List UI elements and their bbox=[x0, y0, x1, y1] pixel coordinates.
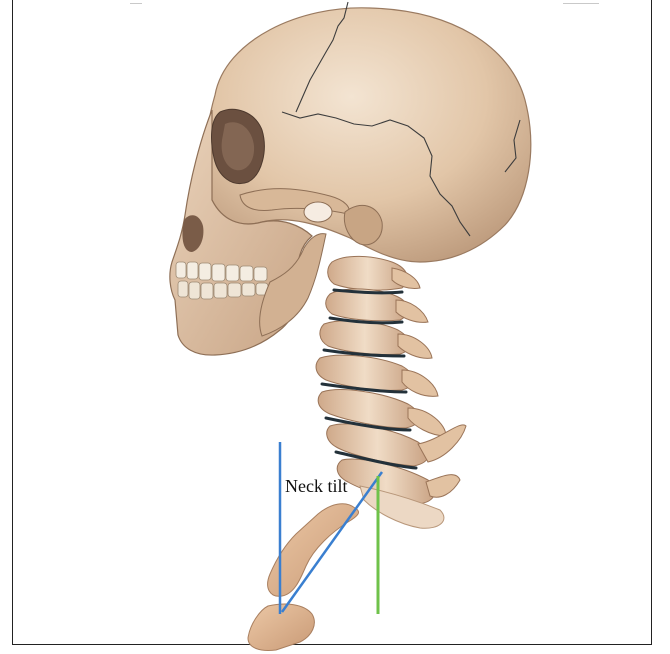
neck-tilt-label: Neck tilt bbox=[285, 476, 347, 497]
clavicle-illustration bbox=[248, 504, 359, 651]
clavicle-upper bbox=[268, 504, 359, 597]
mastoid bbox=[344, 205, 382, 244]
ear-canal bbox=[304, 202, 332, 222]
